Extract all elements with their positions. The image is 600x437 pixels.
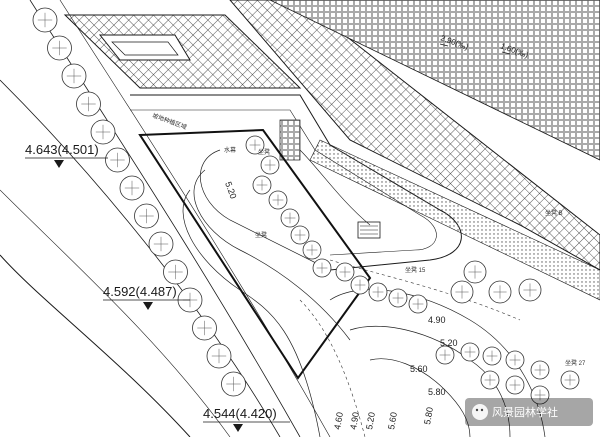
tree-center-mark bbox=[110, 152, 125, 168]
tree-center-mark bbox=[509, 379, 521, 391]
tree-center-mark bbox=[37, 12, 53, 28]
tree-center-mark bbox=[256, 179, 268, 191]
elevation-marker-2: 4.592(4.487) bbox=[103, 284, 190, 310]
svg-text:坐凳: 坐凳 bbox=[255, 231, 267, 239]
svg-text:水幕: 水幕 bbox=[224, 146, 236, 154]
watermark: 风景园林学社 bbox=[465, 398, 593, 426]
svg-text:风景园林学社: 风景园林学社 bbox=[492, 405, 558, 419]
tree-center-mark bbox=[412, 298, 424, 310]
tree-center-mark bbox=[153, 236, 169, 252]
contour-labels: 5.20 4.90 5.20 5.60 5.80 4.60 4.90 5.20 … bbox=[223, 180, 457, 430]
tree-center-mark bbox=[264, 159, 276, 171]
tree-center-mark bbox=[139, 208, 154, 224]
tree-center-mark bbox=[372, 286, 384, 298]
tree-center-mark bbox=[211, 348, 227, 364]
planting-bed-right bbox=[229, 0, 600, 301]
svg-text:4.643(4.501): 4.643(4.501) bbox=[25, 142, 99, 157]
tree-center-mark bbox=[339, 266, 351, 278]
tree-center-mark bbox=[509, 354, 521, 366]
svg-text:5.80: 5.80 bbox=[428, 387, 446, 397]
tree-center-mark bbox=[168, 264, 183, 280]
svg-text:坡地种植区域: 坡地种植区域 bbox=[151, 111, 188, 131]
svg-text:坐凳 15: 坐凳 15 bbox=[405, 266, 426, 274]
tree-center-mark bbox=[249, 139, 261, 151]
svg-text:5.20: 5.20 bbox=[364, 411, 377, 430]
tree-center-mark bbox=[484, 374, 496, 386]
tree-center-mark bbox=[493, 285, 507, 299]
svg-text:5.80: 5.80 bbox=[422, 406, 435, 425]
tree-center-mark bbox=[124, 180, 140, 196]
svg-text:5.60: 5.60 bbox=[386, 411, 399, 430]
tree-center-mark bbox=[354, 279, 366, 291]
tree-center-mark bbox=[272, 194, 284, 206]
tree-center-mark bbox=[95, 124, 111, 140]
svg-text:5.60: 5.60 bbox=[410, 364, 428, 374]
tree-center-mark bbox=[439, 349, 451, 361]
tree-center-mark bbox=[306, 244, 318, 256]
tree-center-mark bbox=[81, 96, 96, 112]
svg-text:坐凳 27: 坐凳 27 bbox=[565, 359, 586, 367]
site-boundary bbox=[138, 128, 372, 380]
tree-center-mark bbox=[455, 285, 469, 299]
svg-text:坐凳 B: 坐凳 B bbox=[545, 209, 563, 217]
tree-center-mark bbox=[294, 229, 306, 241]
svg-text:4.592(4.487): 4.592(4.487) bbox=[103, 284, 177, 299]
bench-block bbox=[279, 119, 381, 239]
tree-center-mark bbox=[226, 376, 241, 392]
tree-center-mark bbox=[523, 283, 537, 297]
wechat-icon bbox=[472, 404, 488, 420]
svg-text:4.90: 4.90 bbox=[428, 315, 446, 325]
svg-text:4.90: 4.90 bbox=[348, 411, 361, 430]
tree-symbols bbox=[32, 7, 580, 405]
svg-text:坐凳: 坐凳 bbox=[258, 148, 270, 156]
tree-center-mark bbox=[52, 40, 67, 56]
tree-center-mark bbox=[534, 389, 546, 401]
svg-text:5.20: 5.20 bbox=[440, 338, 458, 348]
tree-center-mark bbox=[486, 350, 498, 362]
svg-text:5.20: 5.20 bbox=[223, 180, 238, 200]
tree-center-mark bbox=[66, 68, 82, 84]
elevation-marker-3: 4.544(4.420) bbox=[203, 406, 290, 432]
tree-center-mark bbox=[316, 262, 328, 274]
tree-center-mark bbox=[392, 292, 404, 304]
svg-text:4.60: 4.60 bbox=[332, 411, 345, 430]
tree-center-mark bbox=[464, 346, 476, 358]
tree-center-mark bbox=[197, 320, 212, 336]
tree-center-mark bbox=[564, 374, 576, 386]
elevation-marker-1: 4.643(4.501) bbox=[25, 142, 108, 168]
tree-center-mark bbox=[284, 212, 296, 224]
svg-text:4.544(4.420): 4.544(4.420) bbox=[203, 406, 277, 421]
tree-center-mark bbox=[468, 265, 482, 279]
tree-center-mark bbox=[534, 364, 546, 376]
planting-bed-top bbox=[63, 14, 302, 89]
